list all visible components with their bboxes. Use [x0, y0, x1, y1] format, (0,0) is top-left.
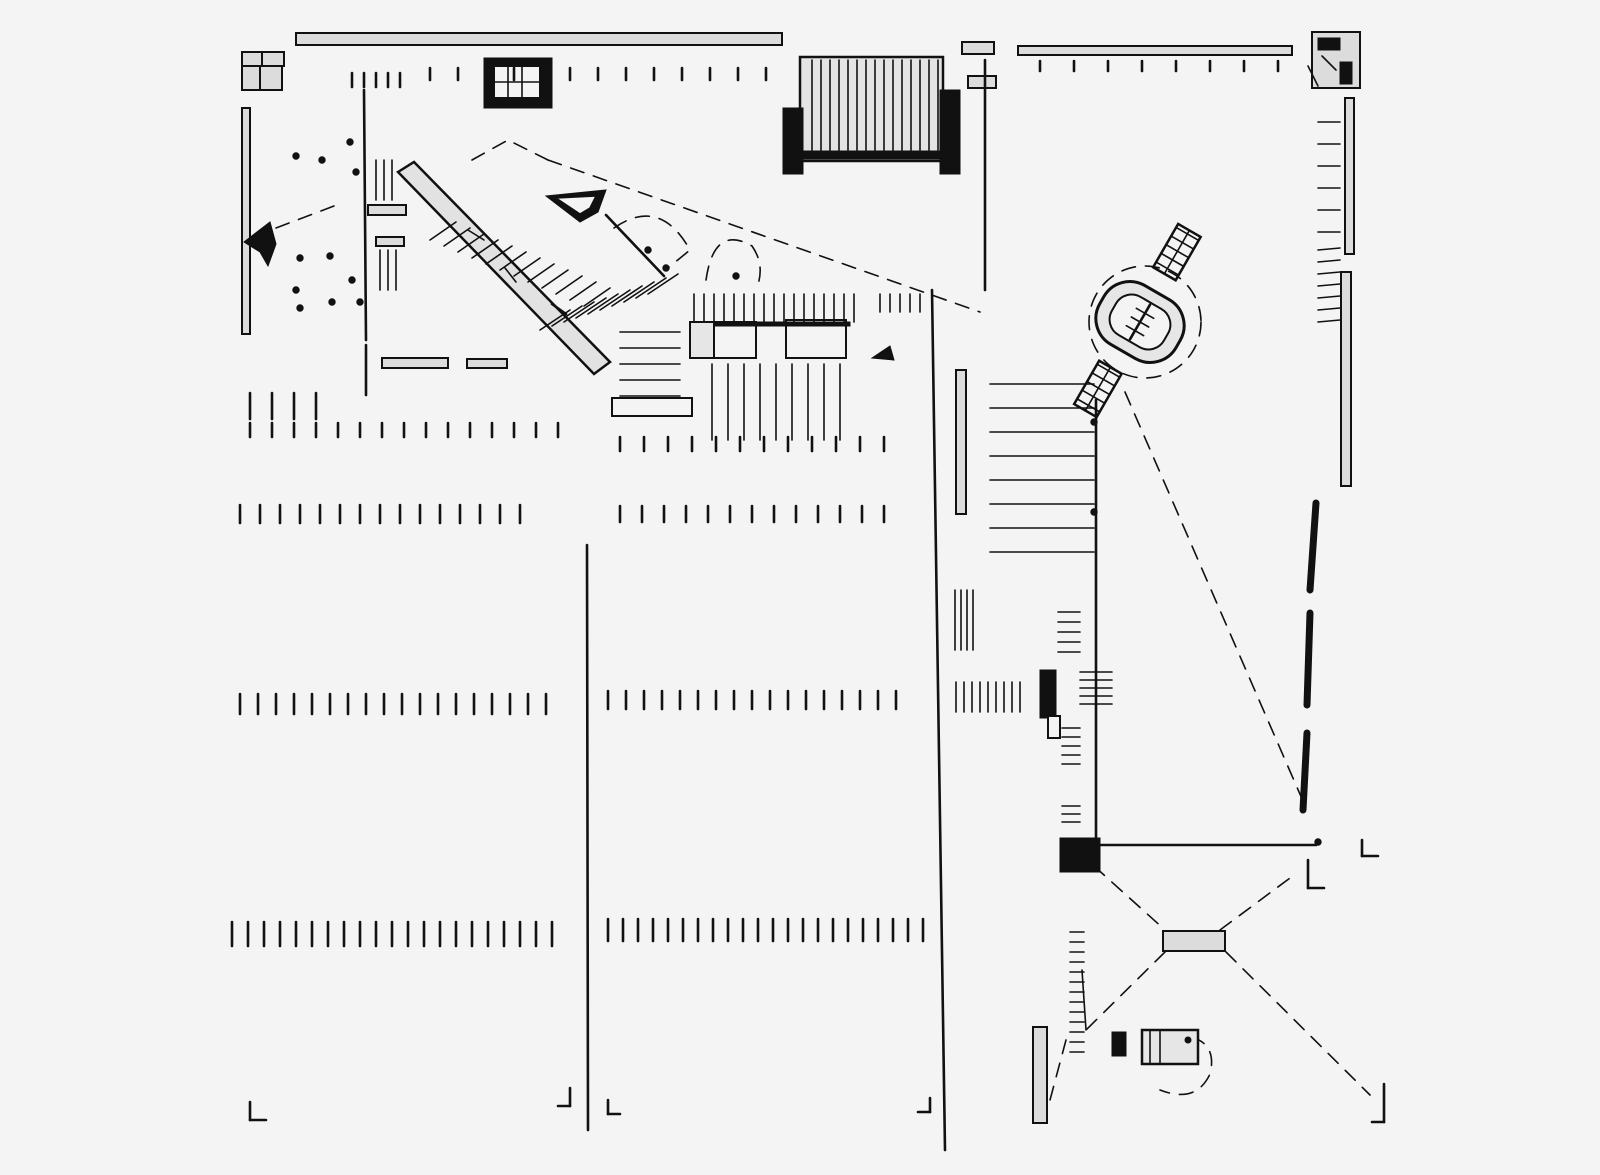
column-dot: [644, 246, 652, 254]
ramp-hatch-line: [563, 301, 595, 323]
column-dot: [662, 264, 670, 272]
column-dot: [292, 286, 300, 294]
ramp-hatch-line: [539, 309, 571, 331]
direction-markers: [243, 189, 895, 361]
ramp-hatch-line: [587, 293, 619, 315]
ramp-hatch-line: [551, 305, 583, 327]
low-bar-1: [381, 357, 449, 369]
ramp-hatch-line: [599, 289, 631, 311]
loading-dock: [782, 55, 961, 175]
heavy-dash-boundary: [1299, 499, 1320, 814]
left-wall-bar: [241, 107, 251, 335]
right-wall-bar-2: [1340, 271, 1352, 487]
column-dot: [296, 304, 304, 312]
top-wall-bar-right: [1017, 45, 1293, 56]
ramp-hatch-line: [555, 275, 583, 295]
corner-brackets: [248, 838, 1386, 1124]
small-machine: [1111, 1028, 1200, 1066]
wall-tick: [1317, 307, 1341, 311]
low-bar-2: [466, 358, 508, 369]
column-dot: [732, 272, 740, 280]
column-dot: [1314, 838, 1322, 846]
vertical-divider-lines: [362, 58, 1318, 1152]
drone-vehicle: [1072, 222, 1203, 419]
perimeter-wall-bars: [241, 32, 1355, 1124]
small-bar-left-1: [367, 204, 407, 216]
lower-wall-bar: [1032, 1026, 1048, 1124]
column-dot: [328, 298, 336, 306]
ramp-hatch-line: [575, 297, 607, 319]
corner-fixture-top-left: [241, 51, 285, 91]
propeller-hatch: [1084, 366, 1112, 412]
propeller-hatch: [1163, 229, 1191, 275]
ramp-hatch-line: [541, 269, 569, 289]
floating-pad: [1162, 930, 1226, 952]
column-dot: [318, 156, 326, 164]
stair-hatching: [611, 121, 1341, 1053]
ramp-hatch-line: [623, 281, 655, 303]
ramp-hatch-line: [429, 221, 457, 241]
column-dot: [346, 138, 354, 146]
mid-wall-bar: [955, 369, 967, 515]
ramp-hatch-line: [527, 263, 555, 283]
column-dot: [356, 298, 364, 306]
ramp-hatch-line: [635, 277, 667, 299]
wall-tick: [1317, 295, 1341, 299]
diagonal-ramp: [396, 160, 679, 376]
column-dot: [352, 168, 360, 176]
ramp-hatch-line: [471, 239, 499, 259]
column-dot: [292, 152, 300, 160]
wall-tick: [1317, 319, 1341, 323]
dashed-sightlines: [275, 139, 1371, 1101]
column-dot: [1090, 508, 1098, 516]
ramp-hatch-line: [457, 233, 485, 253]
ramp-hatch-line: [443, 227, 471, 247]
small-bar-left-2: [375, 236, 405, 247]
ramp-hatch-line: [485, 245, 513, 265]
ramp-hatch-line: [499, 251, 527, 271]
wall-tick: [1317, 283, 1341, 287]
wall-tick: [1317, 271, 1341, 275]
top-small-block-2: [967, 75, 997, 89]
wall-tick: [1317, 247, 1341, 251]
column-dot: [326, 252, 334, 260]
ramp-hatch-line: [583, 287, 611, 307]
right-wall-bar-1: [1344, 97, 1355, 255]
ramp-hatch-line: [569, 281, 597, 301]
storage-crate: [483, 57, 553, 109]
ramp-hatch-line: [611, 285, 643, 307]
column-dot: [1090, 418, 1098, 426]
column-dot: [348, 276, 356, 284]
column-dots: [292, 138, 1322, 846]
ramp-hatch-line: [513, 257, 541, 277]
top-small-block: [961, 41, 995, 55]
ramp-hatch-line: [647, 273, 679, 295]
column-dot: [296, 254, 304, 262]
top-wall-bar-left: [295, 32, 783, 46]
wall-tick: [1317, 259, 1341, 263]
tick-row-grid: [230, 59, 1280, 948]
corner-fixture-top-right: [1307, 31, 1361, 89]
